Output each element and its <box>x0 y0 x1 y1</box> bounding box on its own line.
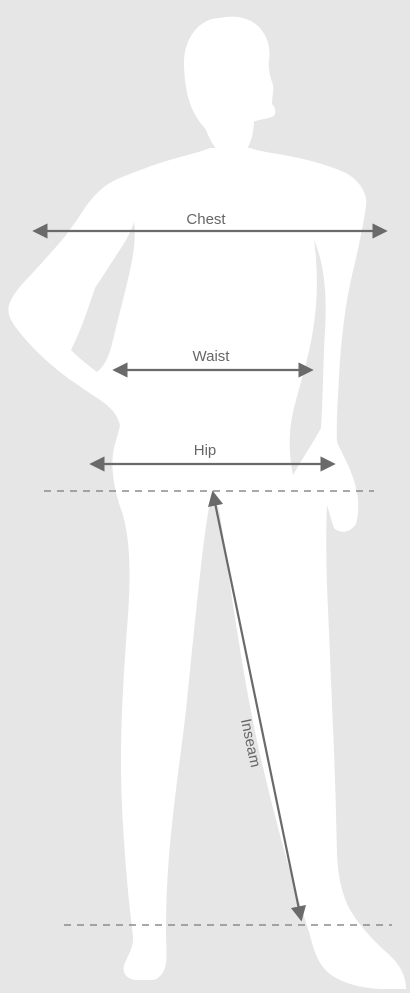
mannequin-silhouette-icon <box>8 17 406 989</box>
waist-label: Waist <box>193 348 231 365</box>
body-shape <box>8 148 406 989</box>
chest-label: Chest <box>186 211 226 228</box>
hip-label: Hip <box>194 442 217 459</box>
